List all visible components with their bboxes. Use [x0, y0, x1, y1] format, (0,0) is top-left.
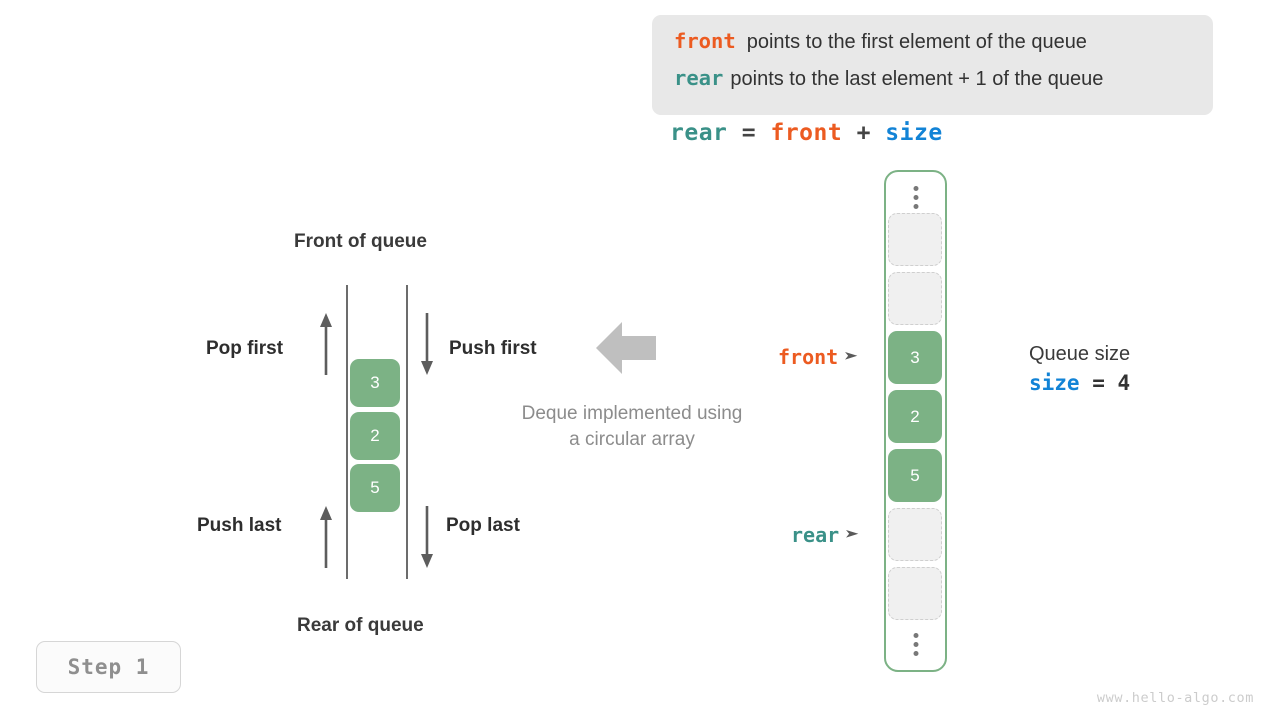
deque-cell-1: 2 [350, 412, 400, 460]
front-definition-text: points to the first element of the queue [746, 31, 1087, 53]
rear-pointer: rear ➤ [791, 523, 860, 547]
pop-last-arrow-icon [421, 506, 433, 568]
array-slot-3: 2 [888, 390, 942, 443]
size-value: 4 [1117, 371, 1131, 395]
size-variable: size [1029, 371, 1080, 395]
array-slot-6 [888, 567, 942, 620]
rear-pointer-arrow-icon: ➤ [844, 524, 860, 545]
array-slot-5 [888, 508, 942, 561]
step-badge: Step 1 [36, 641, 181, 693]
definition-line-front: front points to the first element of the… [674, 29, 1193, 66]
definition-line-rear: rear points to the last element + 1 of t… [674, 66, 1193, 103]
array-slot-0 [888, 213, 942, 266]
front-pointer: front ➤ [778, 345, 860, 369]
rear-keyword: rear [674, 66, 724, 90]
ellipsis-bottom-icon [913, 633, 918, 656]
formula-size: size [885, 120, 943, 146]
deque-rail-right [406, 285, 408, 579]
array-slot-1 [888, 272, 942, 325]
deque-cell-0: 3 [350, 359, 400, 407]
array-slot-2: 3 [888, 331, 942, 384]
queue-size-expression: size = 4 [1029, 371, 1130, 395]
formula-plus: + [856, 120, 871, 146]
caption-line-2: a circular array [569, 429, 695, 450]
mapping-left-arrow-icon [596, 322, 656, 374]
formula-equals: = [741, 120, 757, 146]
caption-line-1: Deque implemented using [521, 403, 743, 424]
push-last-label: Push last [197, 515, 282, 536]
queue-size-legend: Queue size size = 4 [1029, 343, 1130, 395]
front-keyword: front [674, 29, 736, 53]
formula-front: front [770, 120, 843, 146]
queue-size-title: Queue size [1029, 343, 1131, 365]
rear-definition-text: points to the last element + 1 of the qu… [730, 68, 1104, 90]
push-first-label: Push first [449, 338, 537, 359]
push-first-arrow-icon [421, 313, 433, 375]
definition-info-box: front points to the first element of the… [652, 15, 1213, 115]
push-last-arrow-icon [320, 506, 332, 568]
array-slot-4: 5 [888, 449, 942, 502]
site-watermark: www.hello-algo.com [1096, 690, 1254, 706]
circular-array-container [884, 170, 947, 672]
front-pointer-label: front [778, 345, 839, 369]
formula-rear: rear [670, 120, 728, 146]
deque-cell-2: 5 [350, 464, 400, 512]
ellipsis-top-icon [913, 186, 918, 209]
pop-last-label: Pop last [446, 515, 520, 536]
pop-first-arrow-icon [320, 313, 332, 375]
deque-rail-left [346, 285, 348, 579]
pop-first-label: Pop first [206, 338, 284, 359]
size-equals: = [1092, 371, 1105, 395]
front-pointer-arrow-icon: ➤ [843, 346, 860, 367]
rear-formula: rear = front + size [670, 120, 943, 146]
rear-pointer-label: rear [791, 523, 840, 547]
front-of-queue-label: Front of queue [294, 231, 427, 252]
diagram-caption: Deque implemented using a circular array [493, 401, 771, 453]
rear-of-queue-label: Rear of queue [297, 615, 424, 636]
